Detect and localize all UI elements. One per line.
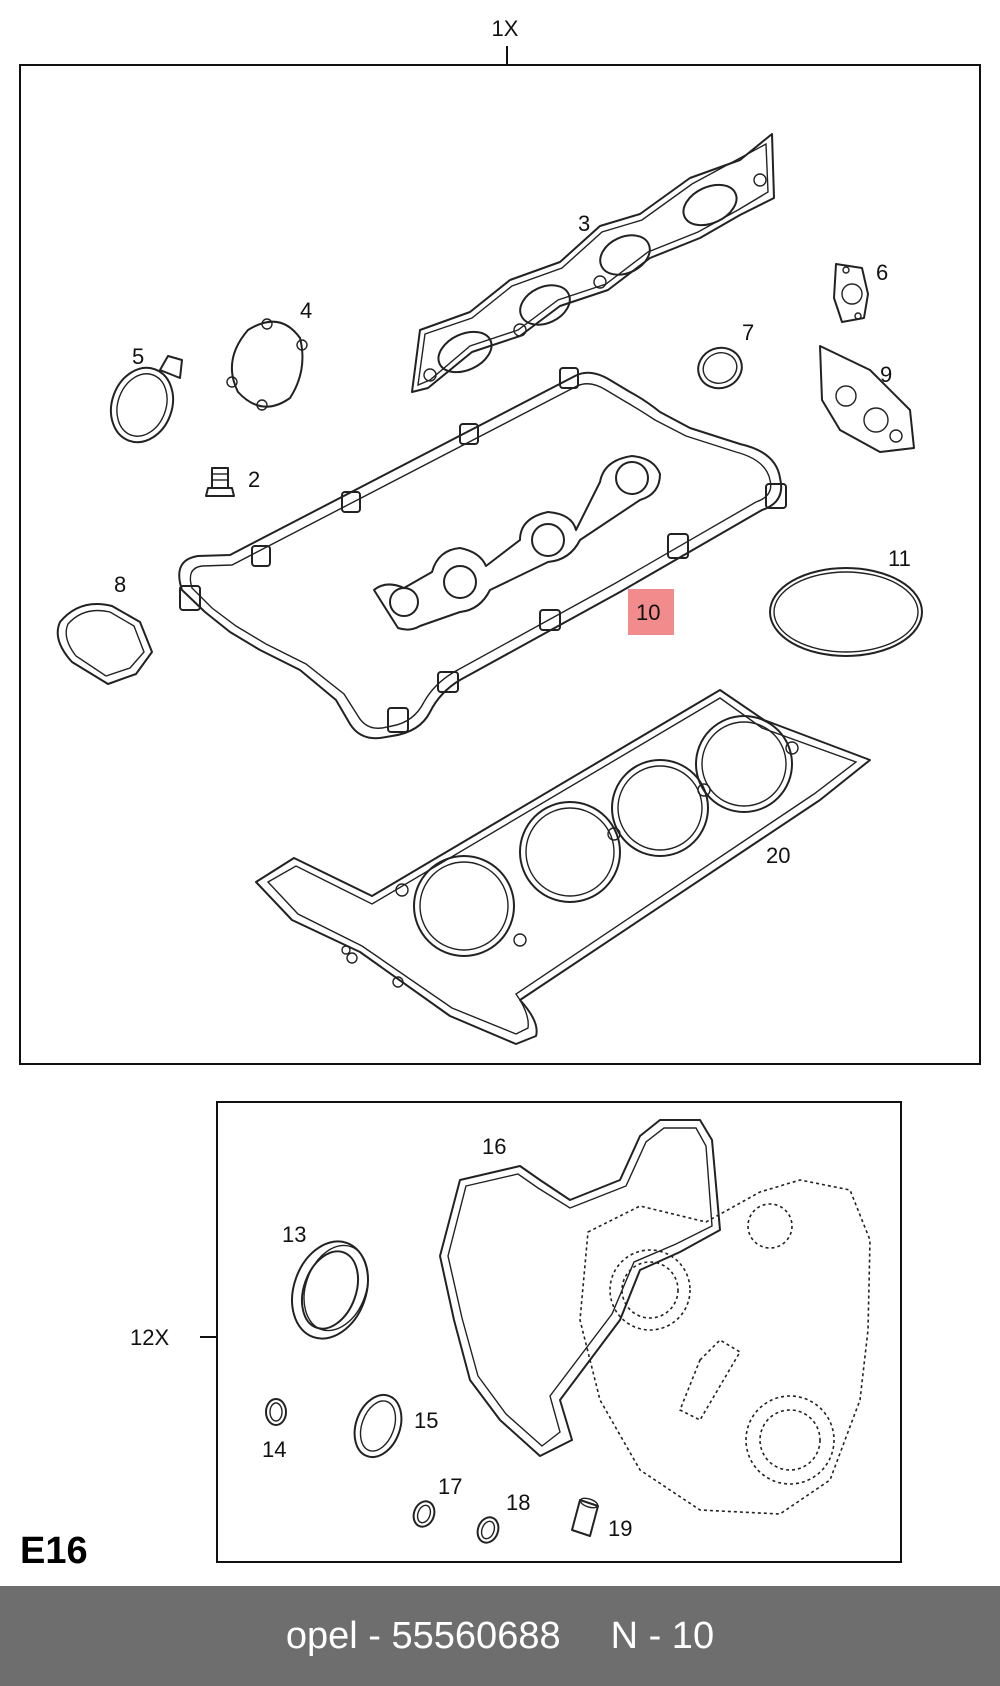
callout-5: 5 xyxy=(132,344,144,369)
footer-position: N - 10 xyxy=(610,1614,715,1657)
part-18-o-ring xyxy=(476,1516,500,1544)
part-5-ring-gasket xyxy=(109,355,183,444)
footer-bar: opel - 55560688 N - 10 xyxy=(0,1586,1000,1686)
timing-cover-reference xyxy=(579,1179,871,1515)
kit-12x-label: 12X xyxy=(130,1325,169,1350)
part-20-head-gasket xyxy=(255,689,871,1045)
part-14-o-ring xyxy=(265,1398,287,1426)
part-11-o-ring xyxy=(769,567,923,657)
callout-4: 4 xyxy=(300,298,312,323)
part-19-sleeve xyxy=(571,1497,599,1537)
callout-9: 9 xyxy=(880,362,892,387)
callout-13: 13 xyxy=(282,1222,306,1247)
callout-3: 3 xyxy=(578,211,590,236)
part-8-gasket xyxy=(56,603,153,685)
callout-16: 16 xyxy=(482,1134,506,1159)
part-13-seal xyxy=(291,1240,369,1340)
kit-1x-frame xyxy=(19,64,981,1065)
part-10-valve-cover-gasket xyxy=(178,367,787,740)
callout-15: 15 xyxy=(414,1408,438,1433)
part-9-gasket xyxy=(819,345,915,453)
callout-17: 17 xyxy=(438,1474,462,1499)
part-15-seal xyxy=(353,1394,403,1458)
callout-8: 8 xyxy=(114,572,126,597)
callout-7: 7 xyxy=(742,320,754,345)
footer-part-number: opel - 55560688 xyxy=(285,1614,561,1657)
kit-12x-frame xyxy=(216,1101,902,1563)
part-4-gasket xyxy=(226,318,308,411)
part-6-small-gasket xyxy=(833,263,869,323)
callout-10: 10 xyxy=(636,600,660,625)
part-10-highlight xyxy=(628,589,674,635)
callout-20: 20 xyxy=(766,843,790,868)
part-2-valve-stem-seal xyxy=(205,467,235,497)
callout-14: 14 xyxy=(262,1437,286,1462)
callout-2: 2 xyxy=(248,467,260,492)
part-16-timing-cover-gasket xyxy=(439,1119,721,1457)
part-7-seal-ring xyxy=(697,346,743,390)
part-17-o-ring xyxy=(412,1500,436,1528)
kit-1x-label: 1X xyxy=(492,16,519,41)
callout-18: 18 xyxy=(506,1490,530,1515)
callout-11: 11 xyxy=(888,546,911,571)
callout-6: 6 xyxy=(876,260,888,285)
section-code: E16 xyxy=(20,1530,88,1572)
callout-19: 19 xyxy=(608,1516,632,1541)
part-3-manifold-gasket xyxy=(411,133,775,393)
